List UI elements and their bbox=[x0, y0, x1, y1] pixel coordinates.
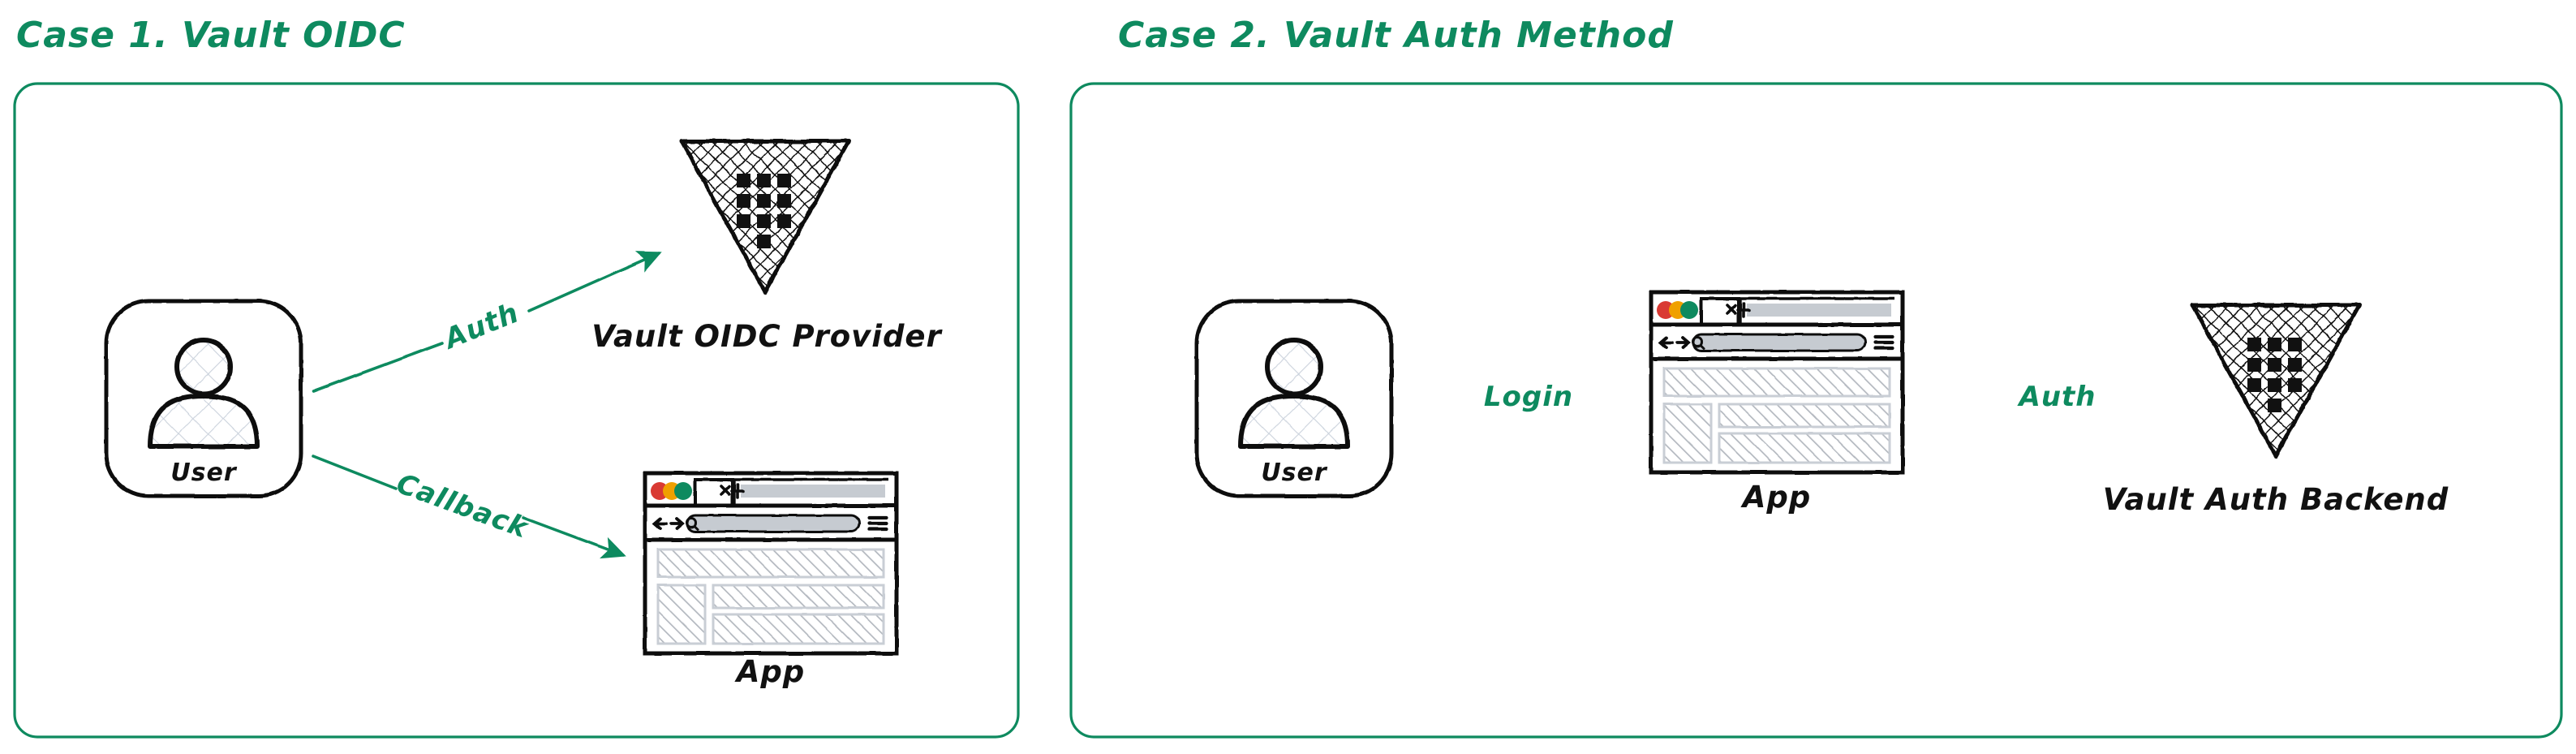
case-1-panel bbox=[13, 82, 1020, 739]
case-1-title: Case 1. Vault OIDC bbox=[16, 15, 406, 56]
case-1-group bbox=[13, 82, 1020, 739]
node-app-2 bbox=[1651, 292, 1903, 472]
edge-auth-line-a bbox=[312, 342, 444, 393]
app-label: App bbox=[734, 654, 806, 689]
node-app bbox=[645, 473, 897, 653]
edge-callback bbox=[312, 455, 626, 559]
edge-callback-line-a bbox=[312, 455, 398, 490]
user-2-label: User bbox=[1261, 459, 1328, 487]
case-2-group bbox=[1069, 82, 2563, 739]
user-label: User bbox=[170, 459, 238, 487]
edge-auth-2-label: Auth bbox=[2017, 381, 2096, 413]
text-layer: Case 1. Vault OIDC Case 2. Vault Auth Me… bbox=[16, 15, 2449, 689]
vault-oidc-provider-label: Vault OIDC Provider bbox=[591, 319, 943, 354]
edge-auth bbox=[312, 251, 662, 393]
edge-login-label: Login bbox=[1484, 381, 1573, 413]
vault-auth-backend-label: Vault Auth Backend bbox=[2103, 482, 2449, 517]
app-2-label: App bbox=[1740, 480, 1812, 515]
edge-callback-line-b bbox=[522, 516, 626, 559]
case-2-title: Case 2. Vault Auth Method bbox=[1118, 15, 1674, 56]
edge-auth-line-b bbox=[527, 251, 662, 312]
case-2-panel bbox=[1069, 82, 2563, 739]
